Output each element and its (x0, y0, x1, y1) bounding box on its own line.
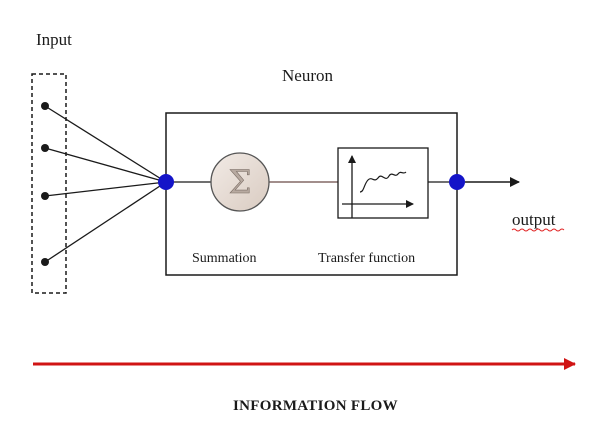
neuron-box (165, 112, 458, 276)
sigma-icon: Σ (210, 152, 270, 212)
summation-label: Summation (192, 251, 257, 266)
neuron-input-node (158, 174, 174, 190)
information-flow-label: INFORMATION FLOW (233, 398, 398, 414)
input-connection-2 (44, 147, 167, 183)
input-connection-4 (44, 181, 167, 263)
sigma-symbol: Σ (229, 163, 252, 201)
input-box (31, 73, 67, 294)
output-label: output (512, 210, 556, 229)
transfer-function-label: Transfer function (318, 251, 415, 266)
output-spellcheck-underline (511, 228, 565, 232)
input-connection-3 (44, 181, 167, 197)
transfer-function-graph-icon (337, 147, 429, 219)
neuron-output-node (449, 174, 465, 190)
input-connection-1 (44, 105, 167, 183)
input-label: Input (36, 30, 72, 49)
neuron-label: Neuron (282, 66, 333, 85)
